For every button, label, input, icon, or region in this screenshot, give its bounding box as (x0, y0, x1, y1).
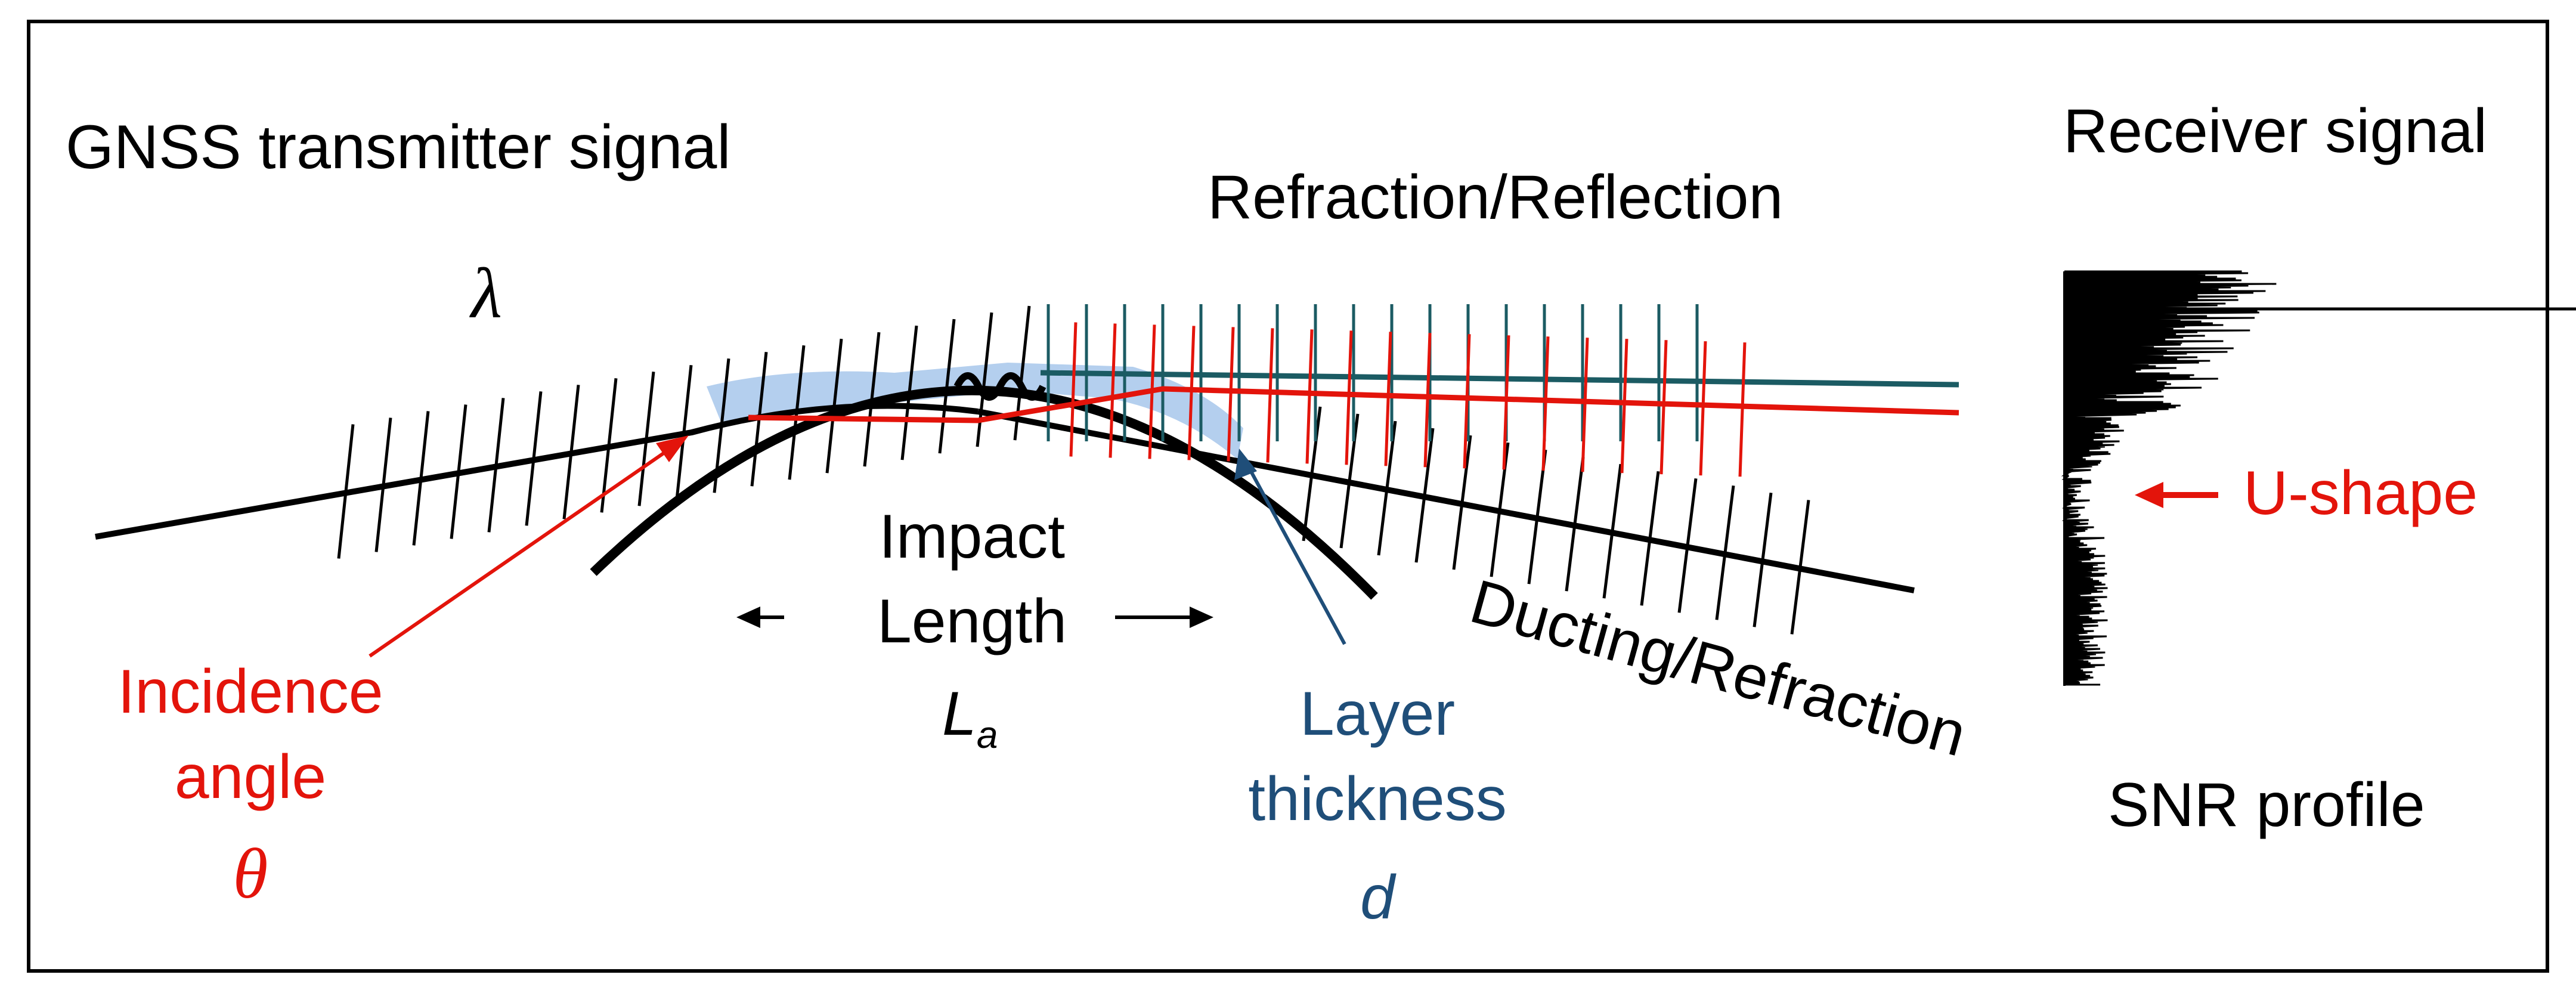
red-wavefront-tick (1109, 323, 1117, 458)
ducting-wavefront-tick (1452, 435, 1472, 570)
red-wavefront-tick (1581, 338, 1589, 472)
incoming-wavefront-tick (450, 404, 467, 539)
incoming-wavefront-tick (825, 338, 843, 474)
incoming-wavefront-tick (412, 411, 430, 546)
ducting-wavefront-tick (1302, 406, 1322, 542)
red-wavefront-tick (1069, 322, 1078, 457)
red-wavefront-tick (1699, 341, 1707, 476)
layer-label-line1: Layer (1300, 679, 1455, 748)
snr-profile-label: SNR profile (2108, 771, 2425, 840)
red-wavefronts (1069, 322, 1747, 477)
impact-left-arrowhead (736, 607, 760, 628)
red-wavefront-tick (1187, 326, 1196, 460)
impact-label-line1: Impact (879, 502, 1065, 571)
red-wavefront-tick (1659, 340, 1668, 475)
refracted-teal-ray (1040, 370, 1959, 388)
red-wavefront-tick (1738, 342, 1747, 477)
ducting-wavefront-tick (1640, 471, 1660, 606)
refraction-reflection-label: Refraction/Reflection (1208, 163, 1783, 232)
ducting-wavefront-tick (1715, 485, 1735, 620)
red-wavefront-tick (1541, 336, 1550, 471)
incoming-wavefront-tick (337, 424, 355, 559)
layer-thickness-arrowhead (1234, 448, 1257, 480)
impact-symbol-subscript: a (977, 713, 998, 756)
wave-symbol (953, 372, 1046, 401)
ducting-wavefront-tick (1414, 428, 1435, 563)
red-wavefront-tick (1502, 335, 1510, 470)
diagram-frame (27, 20, 2549, 973)
red-wavefront-tick (1266, 328, 1274, 463)
incoming-wavefront-tick (637, 372, 655, 506)
red-wavefront-tick (1463, 334, 1471, 469)
ducting-wavefront-tick (1527, 449, 1547, 584)
red-wavefront-tick (1384, 332, 1392, 466)
ducting-wavefront-tick (1602, 463, 1623, 599)
snr-profile-trace (2061, 270, 2277, 686)
red-wavefront-tick (1227, 327, 1235, 462)
layer-symbol: d (1360, 863, 1397, 932)
red-wavefront-tick (1345, 330, 1353, 465)
red-wavefront-tick (1423, 333, 1432, 468)
incidence-arrow-line (369, 448, 669, 658)
receiver-signal-label: Receiver signal (2063, 97, 2487, 166)
incoming-wavefront-tick (487, 398, 505, 533)
incoming-wavefront-tick (562, 385, 580, 519)
incoming-wavefront-tick (713, 358, 730, 493)
incoming-wavefront-tick (600, 378, 618, 513)
layer-thickness-arrow-line (1247, 467, 1346, 645)
incoming-wavefront-tick (863, 332, 881, 467)
wavelength-symbol: λ (469, 253, 502, 333)
ducting-layer (707, 363, 1243, 459)
layer-label-line2: thickness (1248, 765, 1507, 834)
incoming-wavefront-tick (675, 365, 693, 500)
incoming-wavefront-tick (938, 318, 956, 454)
incidence-symbol: θ (233, 834, 268, 913)
incidence-arrowhead (656, 435, 689, 462)
red-wavefront-tick (1148, 324, 1156, 459)
red-wavefront-tick (1620, 339, 1628, 474)
ducting-wavefronts (1302, 406, 1810, 635)
impact-symbol-main: L (942, 679, 977, 748)
ducting-wavefront-tick (1790, 500, 1810, 635)
impact-length-symbol: La (942, 679, 998, 756)
incoming-wavefront-tick (525, 391, 543, 526)
ducting-wavefront-tick (1753, 493, 1773, 627)
incidence-label-line1: Incidence (117, 657, 383, 726)
incoming-wavefront-tick (976, 312, 993, 447)
incoming-wavefronts (337, 305, 1031, 559)
incoming-wavefront-tick (788, 345, 806, 480)
u-shape-arrowhead (2135, 482, 2163, 508)
impact-label-line2: Length (877, 587, 1067, 656)
impact-right-arrowhead (1190, 607, 1213, 628)
red-wavefront-tick (1305, 329, 1314, 464)
reflected-red-ray (748, 386, 1959, 423)
incoming-wavefront-tick (374, 417, 392, 552)
ducting-signal-ray (977, 409, 1915, 593)
incidence-label-line2: angle (175, 743, 326, 812)
incoming-wavefront-tick (900, 325, 918, 460)
u-shape-label: U-shape (2243, 459, 2478, 528)
gnss-transmitter-label: GNSS transmitter signal (66, 113, 730, 182)
ducting-wavefront-tick (1677, 478, 1698, 613)
ducting-wavefront-tick (1377, 420, 1397, 556)
ducting-wavefront-tick (1565, 456, 1585, 592)
